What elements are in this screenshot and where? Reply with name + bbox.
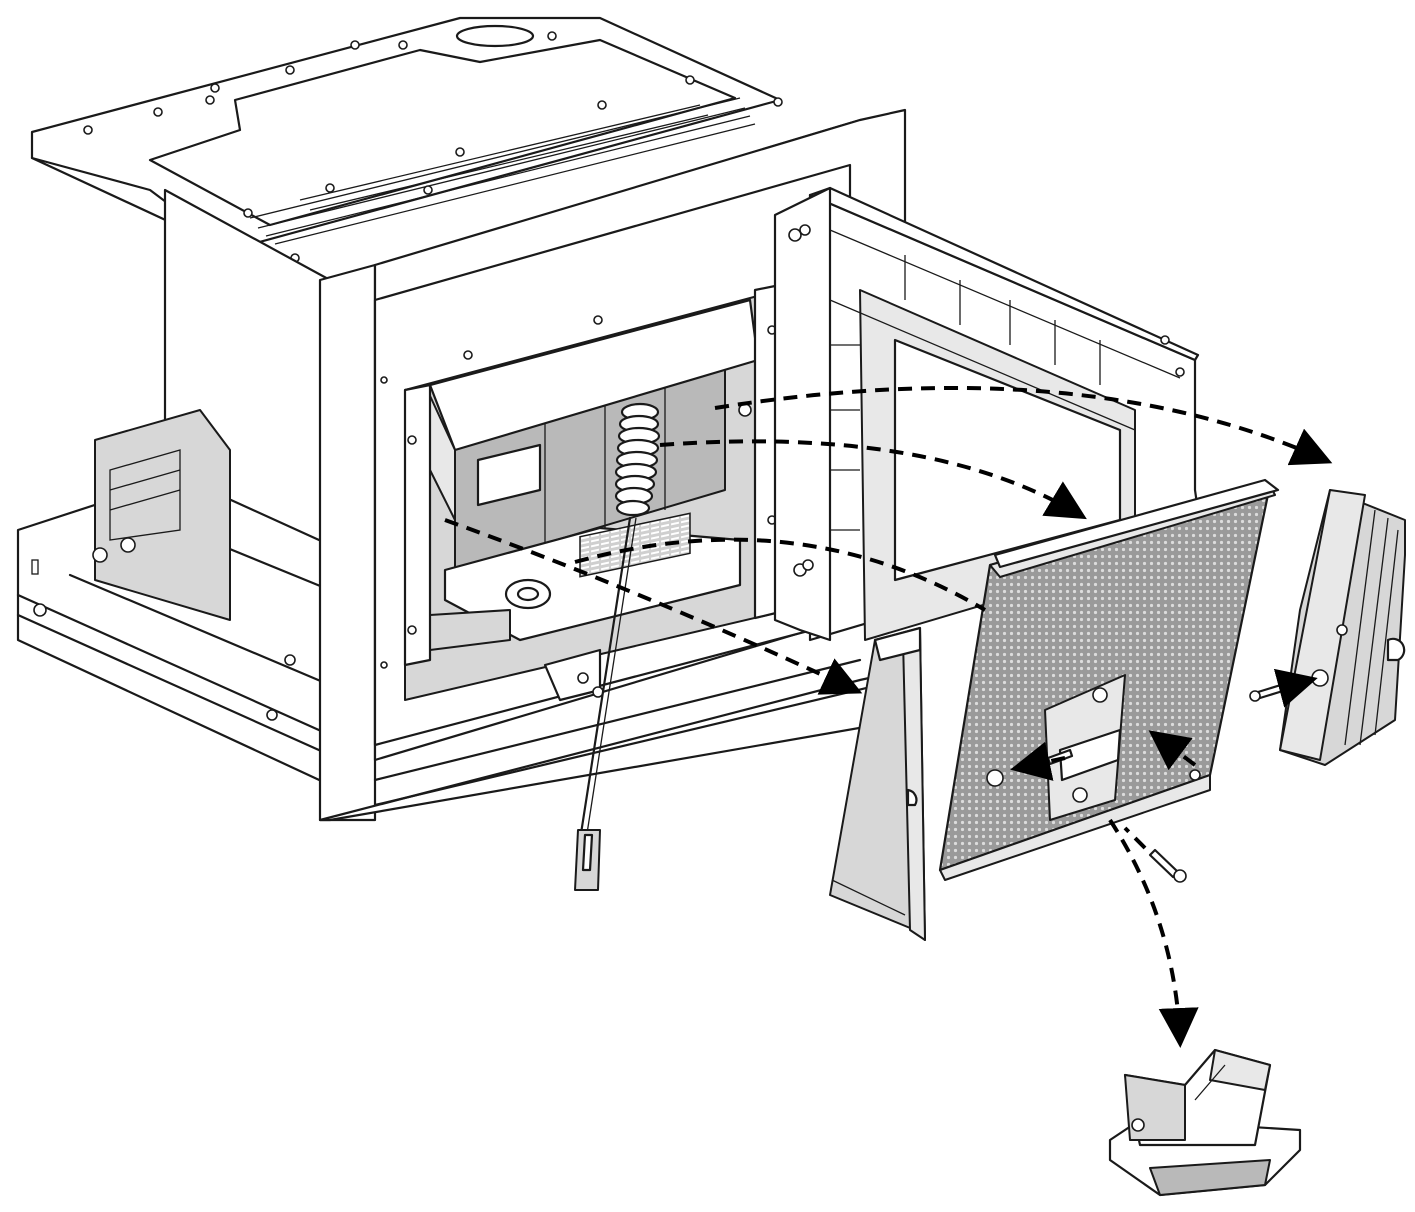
arrow-to-right-side-panel bbox=[714, 385, 1333, 466]
arrow-to-burn-pot bbox=[1108, 818, 1199, 1048]
arrow-to-rear-panel bbox=[659, 439, 1087, 520]
assembly-arrows bbox=[444, 385, 1333, 1048]
arrow-screw-left bbox=[1010, 741, 1066, 781]
brush-bristles bbox=[614, 402, 661, 517]
arrow-burn-pot-lower bbox=[574, 537, 987, 612]
top-bolts bbox=[83, 31, 783, 263]
side-panel-icon bbox=[829, 626, 926, 941]
brush-icon bbox=[574, 402, 661, 891]
arrow-to-left-side-panel bbox=[444, 518, 863, 695]
screw-bottom bbox=[1148, 848, 1187, 883]
burn-pot-icon bbox=[1108, 1048, 1302, 1197]
stove-body-icon bbox=[16, 16, 907, 822]
arrow-screw-top bbox=[1148, 730, 1197, 771]
arrow-screw-bottom bbox=[1123, 826, 1147, 850]
side-panel-icon bbox=[1279, 489, 1406, 766]
top-grille bbox=[249, 97, 756, 245]
arrow-screw-right bbox=[1273, 668, 1318, 708]
